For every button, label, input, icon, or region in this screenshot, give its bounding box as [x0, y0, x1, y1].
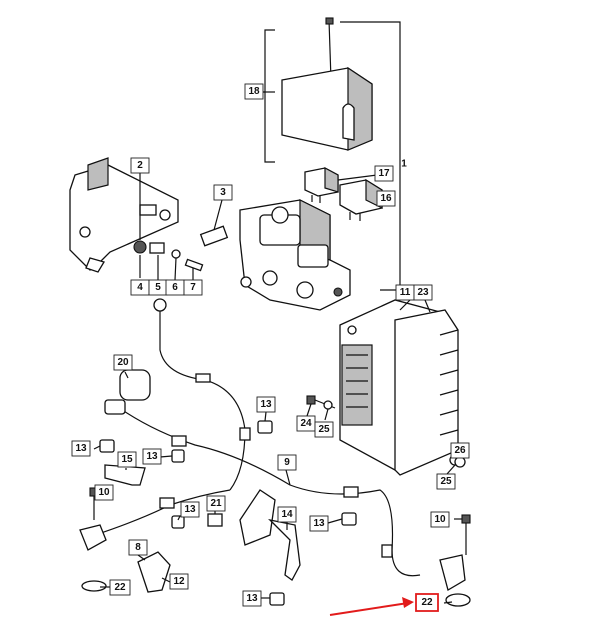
- svg-text:24: 24: [300, 418, 312, 429]
- callout-24[interactable]: 24: [296, 415, 316, 432]
- clips: [99, 420, 357, 606]
- callout-6[interactable]: 6: [165, 279, 185, 296]
- svg-text:2: 2: [137, 160, 143, 171]
- svg-text:23: 23: [417, 287, 429, 298]
- svg-text:9: 9: [284, 457, 290, 468]
- callout-labels: 18 1 2 17 16 3 4 5 6 7 11 23 20 13 24 25…: [71, 83, 470, 612]
- svg-text:8: 8: [135, 542, 141, 553]
- callout-10-a[interactable]: 10: [94, 484, 114, 501]
- svg-text:12: 12: [173, 576, 185, 587]
- svg-text:1: 1: [401, 159, 407, 170]
- callout-17[interactable]: 17: [374, 165, 394, 182]
- callout-18[interactable]: 18: [244, 83, 264, 100]
- svg-text:13: 13: [146, 451, 158, 462]
- callout-1[interactable]: 1: [401, 159, 407, 170]
- sensor-brackets: [104, 464, 301, 593]
- callout-5[interactable]: 5: [148, 279, 168, 296]
- callout-16[interactable]: 16: [376, 190, 396, 207]
- hydraulic-unit: [239, 199, 351, 311]
- callout-12[interactable]: 12: [169, 573, 189, 590]
- svg-text:13: 13: [260, 399, 272, 410]
- svg-text:20: 20: [117, 357, 129, 368]
- callout-10-b[interactable]: 10: [430, 511, 450, 528]
- callout-7[interactable]: 7: [183, 279, 203, 296]
- svg-text:17: 17: [378, 168, 390, 179]
- svg-text:11: 11: [400, 287, 411, 298]
- callout-13-c[interactable]: 13: [142, 448, 162, 465]
- svg-text:25: 25: [318, 424, 330, 435]
- control-unit: [339, 299, 461, 476]
- callout-9[interactable]: 9: [277, 454, 297, 471]
- svg-text:10: 10: [434, 514, 446, 525]
- callout-21[interactable]: 21: [206, 495, 226, 512]
- callout-22-highlighted[interactable]: 22: [415, 593, 439, 612]
- bracket-part: [69, 157, 179, 273]
- callout-2[interactable]: 2: [130, 157, 150, 174]
- callout-11[interactable]: 11: [395, 284, 415, 301]
- svg-text:5: 5: [155, 282, 161, 293]
- svg-text:21: 21: [210, 498, 222, 509]
- callout-26[interactable]: 26: [450, 442, 470, 459]
- callout-25-a[interactable]: 25: [314, 421, 334, 438]
- wheel-speed-sensors: [79, 456, 471, 607]
- callout-25-b[interactable]: 25: [436, 473, 456, 490]
- svg-text:13: 13: [184, 504, 196, 515]
- svg-text:4: 4: [137, 282, 143, 293]
- callout-22-a[interactable]: 22: [109, 579, 131, 596]
- callout-13-b[interactable]: 13: [71, 440, 91, 457]
- svg-text:3: 3: [220, 187, 226, 198]
- svg-text:26: 26: [454, 445, 466, 456]
- svg-text:15: 15: [121, 454, 133, 465]
- screw-washer: [306, 395, 336, 410]
- svg-text:22: 22: [421, 597, 433, 608]
- svg-text:13: 13: [313, 518, 325, 529]
- svg-text:7: 7: [190, 282, 196, 293]
- relay-parts: [304, 166, 383, 221]
- callout-13-e[interactable]: 13: [309, 515, 329, 532]
- svg-text:16: 16: [380, 193, 392, 204]
- callout-4[interactable]: 4: [130, 279, 150, 296]
- callout-3[interactable]: 3: [213, 184, 233, 201]
- svg-text:13: 13: [246, 593, 258, 604]
- svg-text:10: 10: [98, 487, 110, 498]
- small-fasteners: [133, 225, 229, 272]
- callout-8[interactable]: 8: [128, 539, 148, 556]
- svg-text:25: 25: [440, 476, 452, 487]
- callout-15[interactable]: 15: [117, 451, 137, 468]
- callout-13-a[interactable]: 13: [256, 396, 276, 413]
- callout-14[interactable]: 14: [277, 506, 297, 523]
- callout-13-f[interactable]: 13: [242, 590, 262, 607]
- svg-text:13: 13: [75, 443, 87, 454]
- cover-part: [281, 17, 373, 151]
- callout-13-d[interactable]: 13: [180, 501, 200, 518]
- wiring-harness: [94, 298, 421, 577]
- svg-text:22: 22: [114, 582, 126, 593]
- callout-20[interactable]: 20: [113, 354, 133, 371]
- callout-23[interactable]: 23: [413, 284, 433, 301]
- svg-text:18: 18: [248, 86, 260, 97]
- svg-text:14: 14: [281, 509, 293, 520]
- svg-text:6: 6: [172, 282, 178, 293]
- red-pointer-arrow: [329, 597, 414, 616]
